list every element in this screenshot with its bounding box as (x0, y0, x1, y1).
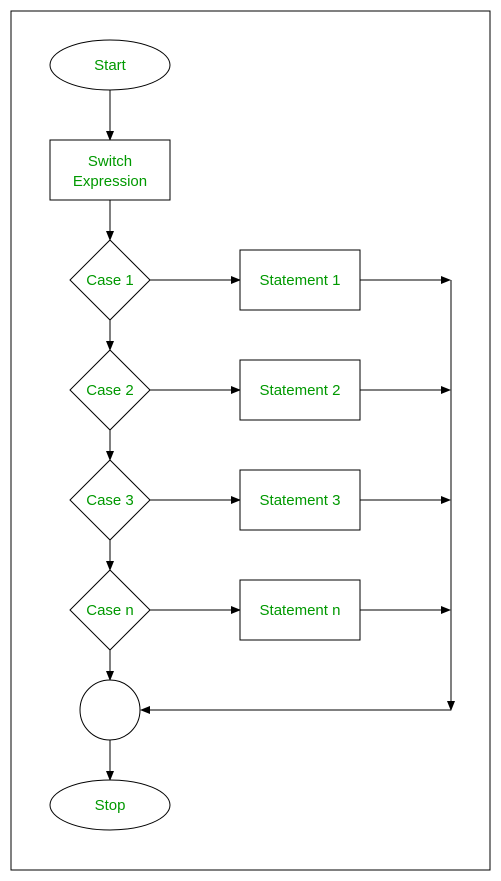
stop-terminal (49, 779, 171, 831)
stop-label: Stop (95, 797, 126, 814)
switch-label-line2: Expression (73, 173, 147, 190)
case-3-label: Case 3 (86, 492, 134, 509)
case-2-label: Case 2 (86, 382, 134, 399)
statement-n-label: Statement n (260, 602, 341, 619)
statement-n-box (239, 579, 361, 641)
statement-2-box (239, 359, 361, 421)
statement-3-label: Statement 3 (260, 492, 341, 509)
statement-1-box (239, 249, 361, 311)
case-n-label: Case n (86, 602, 134, 619)
statement-1-label: Statement 1 (260, 272, 341, 289)
case-1-label: Case 1 (86, 272, 134, 289)
switch-expression-box (49, 139, 171, 201)
merge-connector (79, 679, 141, 741)
statement-2-label: Statement 2 (260, 382, 341, 399)
switch-label-line1: Switch (88, 153, 132, 170)
start-label: Start (94, 57, 127, 74)
